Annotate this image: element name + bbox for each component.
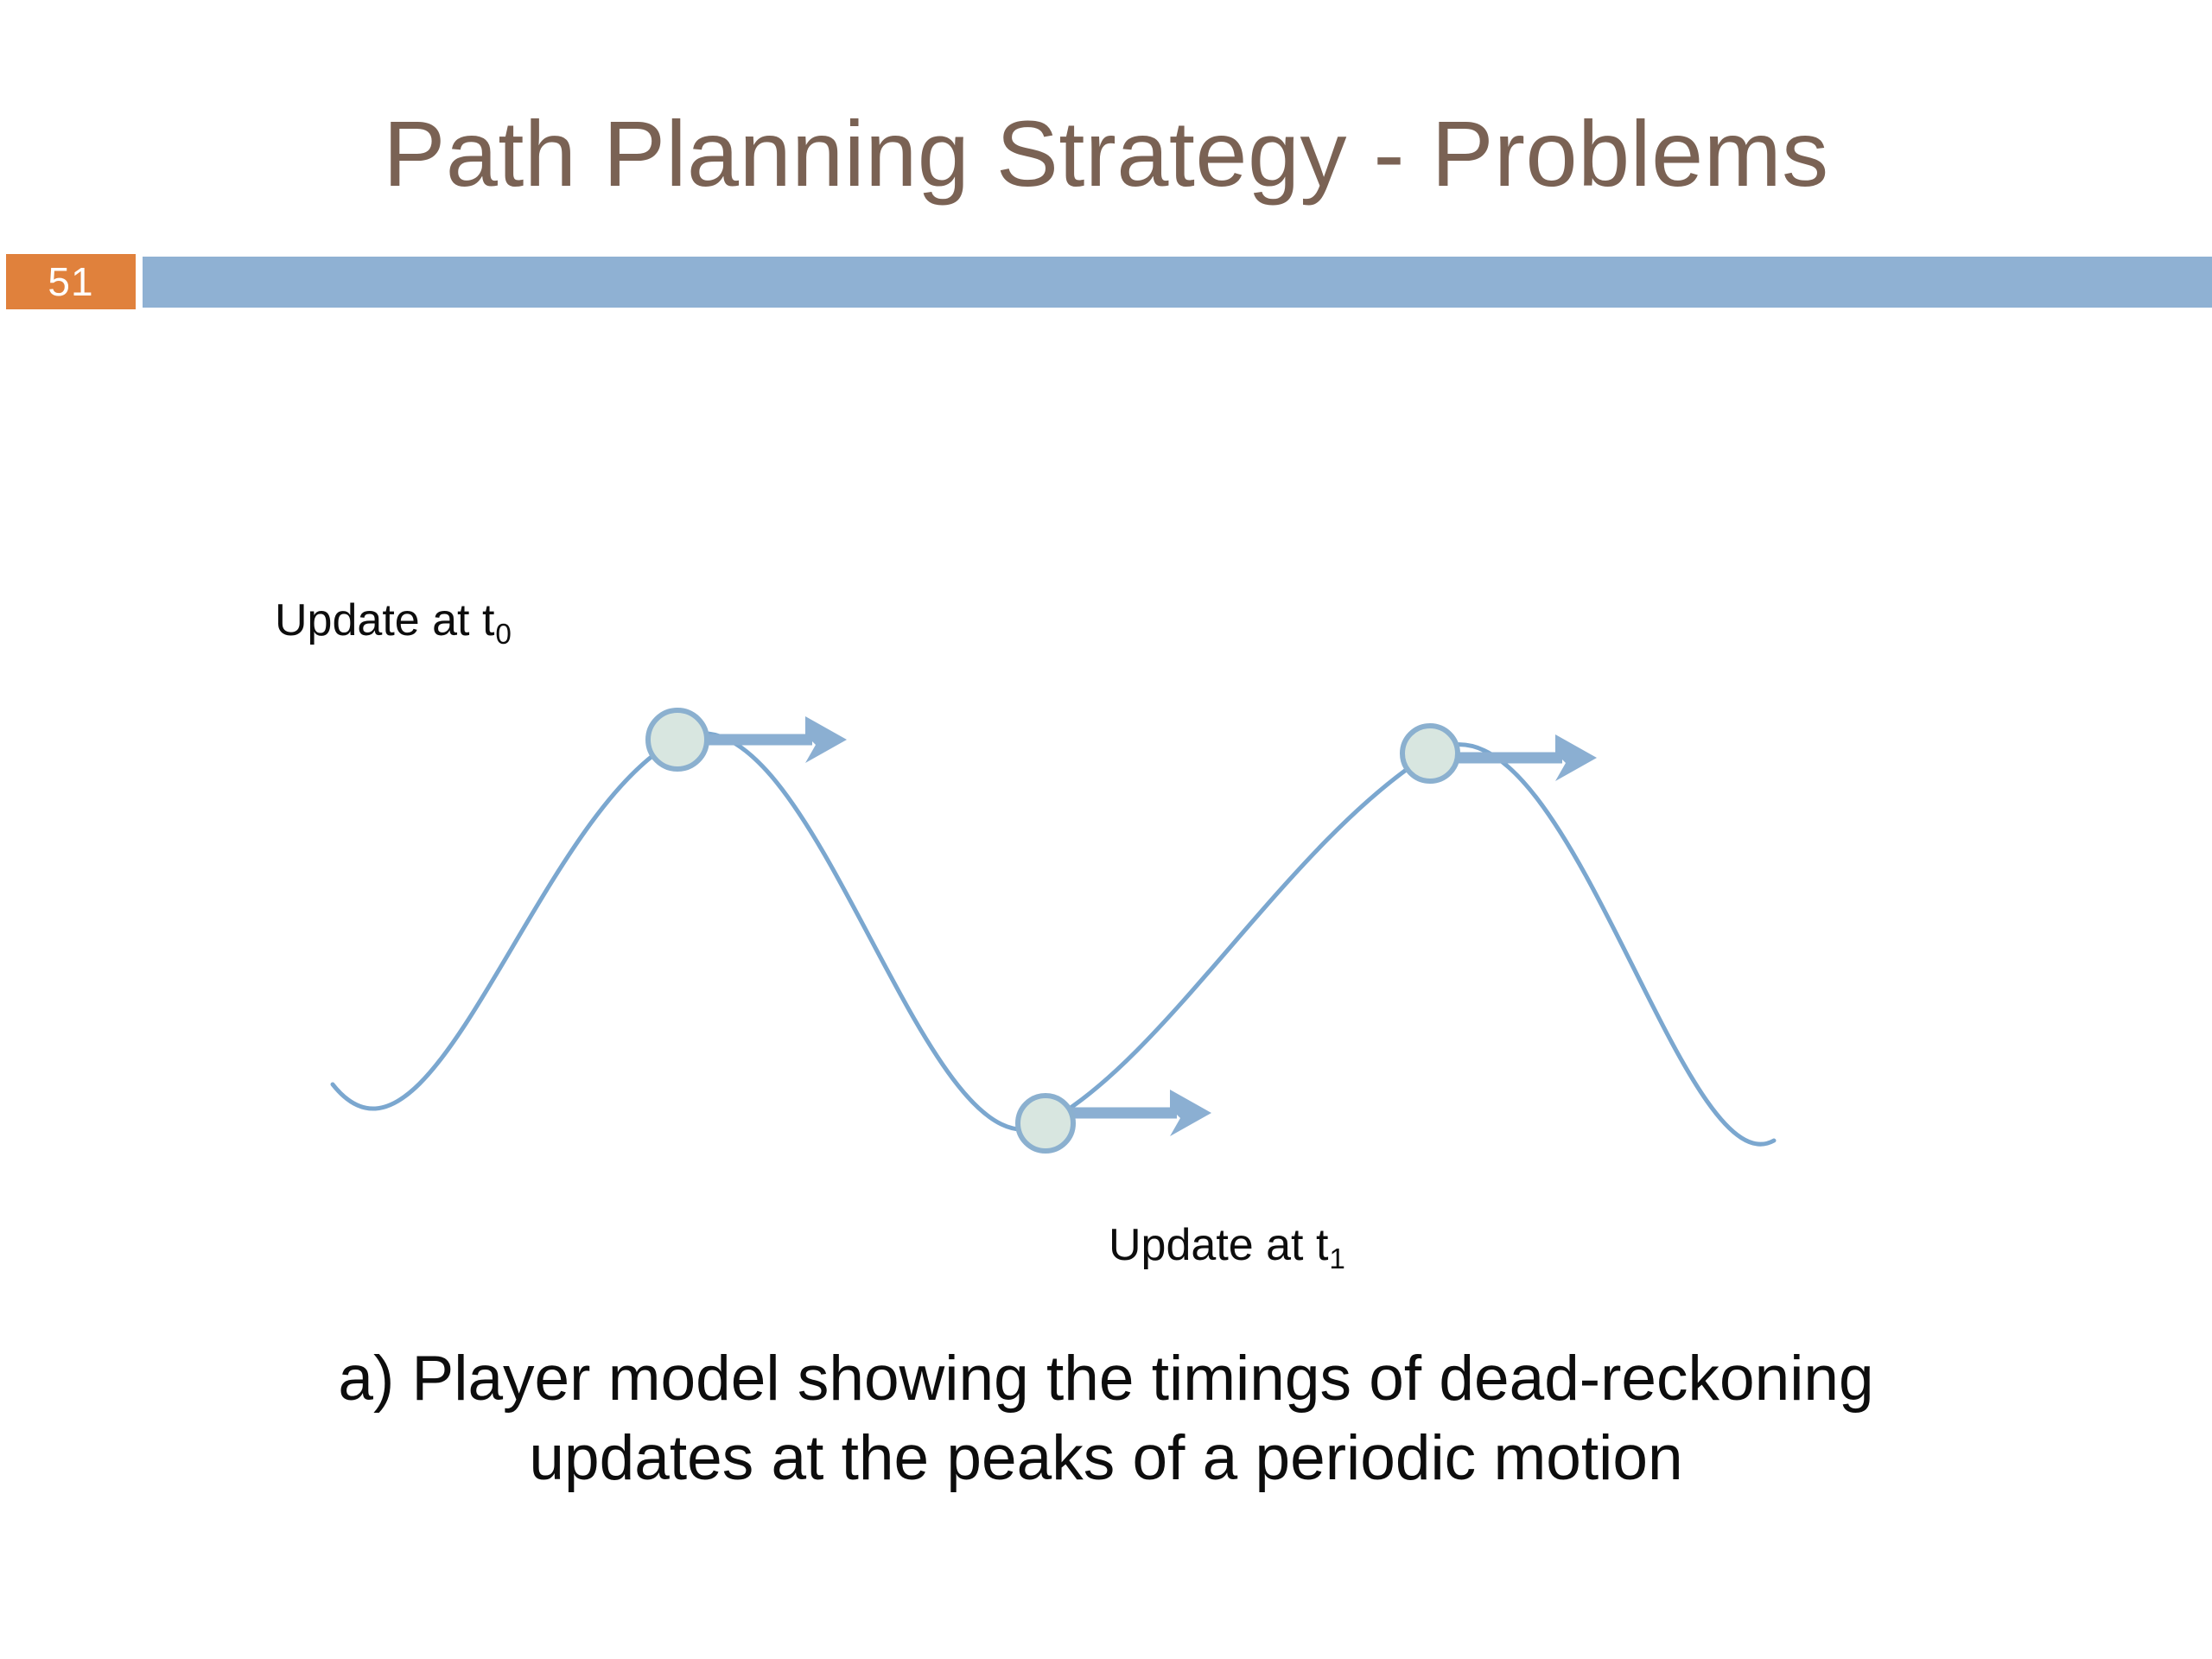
peak-2-marker (1400, 723, 1460, 784)
arrow-head (1170, 1090, 1211, 1136)
trough-marker (1015, 1093, 1076, 1154)
update-label-t1: Update at t1 (1109, 1220, 1345, 1274)
update-label-t0: Update at t0 (275, 595, 512, 649)
figure-caption: a) Player model showing the timings of d… (0, 1339, 2212, 1498)
update-label-t0-text: Update at t (275, 595, 495, 645)
velocity-arrow-trough (1068, 1090, 1211, 1136)
update-label-t1-subscript: 1 (1329, 1243, 1345, 1275)
update-label-t1-text: Update at t (1109, 1220, 1329, 1270)
figure-caption-line-1: a) Player model showing the timings of d… (338, 1344, 1874, 1414)
motion-diagram-svg (330, 708, 1777, 1154)
header-accent-bar (143, 257, 2212, 308)
velocity-arrow-peak-1 (698, 716, 847, 763)
page-title: Path Planning Strategy - Problems (383, 101, 1829, 206)
arrow-head (805, 716, 847, 763)
figure-caption-line-2: updates at the peaks of a periodic motio… (529, 1422, 1683, 1493)
trajectory-curve (330, 731, 1777, 1147)
velocity-arrow-peak-2 (1450, 734, 1597, 781)
update-label-t0-subscript: 0 (495, 618, 512, 651)
arrow-head (1555, 734, 1597, 781)
motion-diagram (0, 328, 2212, 1279)
page-number-text: 51 (48, 259, 94, 304)
peak-1-marker (645, 708, 709, 772)
page-number-badge: 51 (6, 254, 136, 309)
